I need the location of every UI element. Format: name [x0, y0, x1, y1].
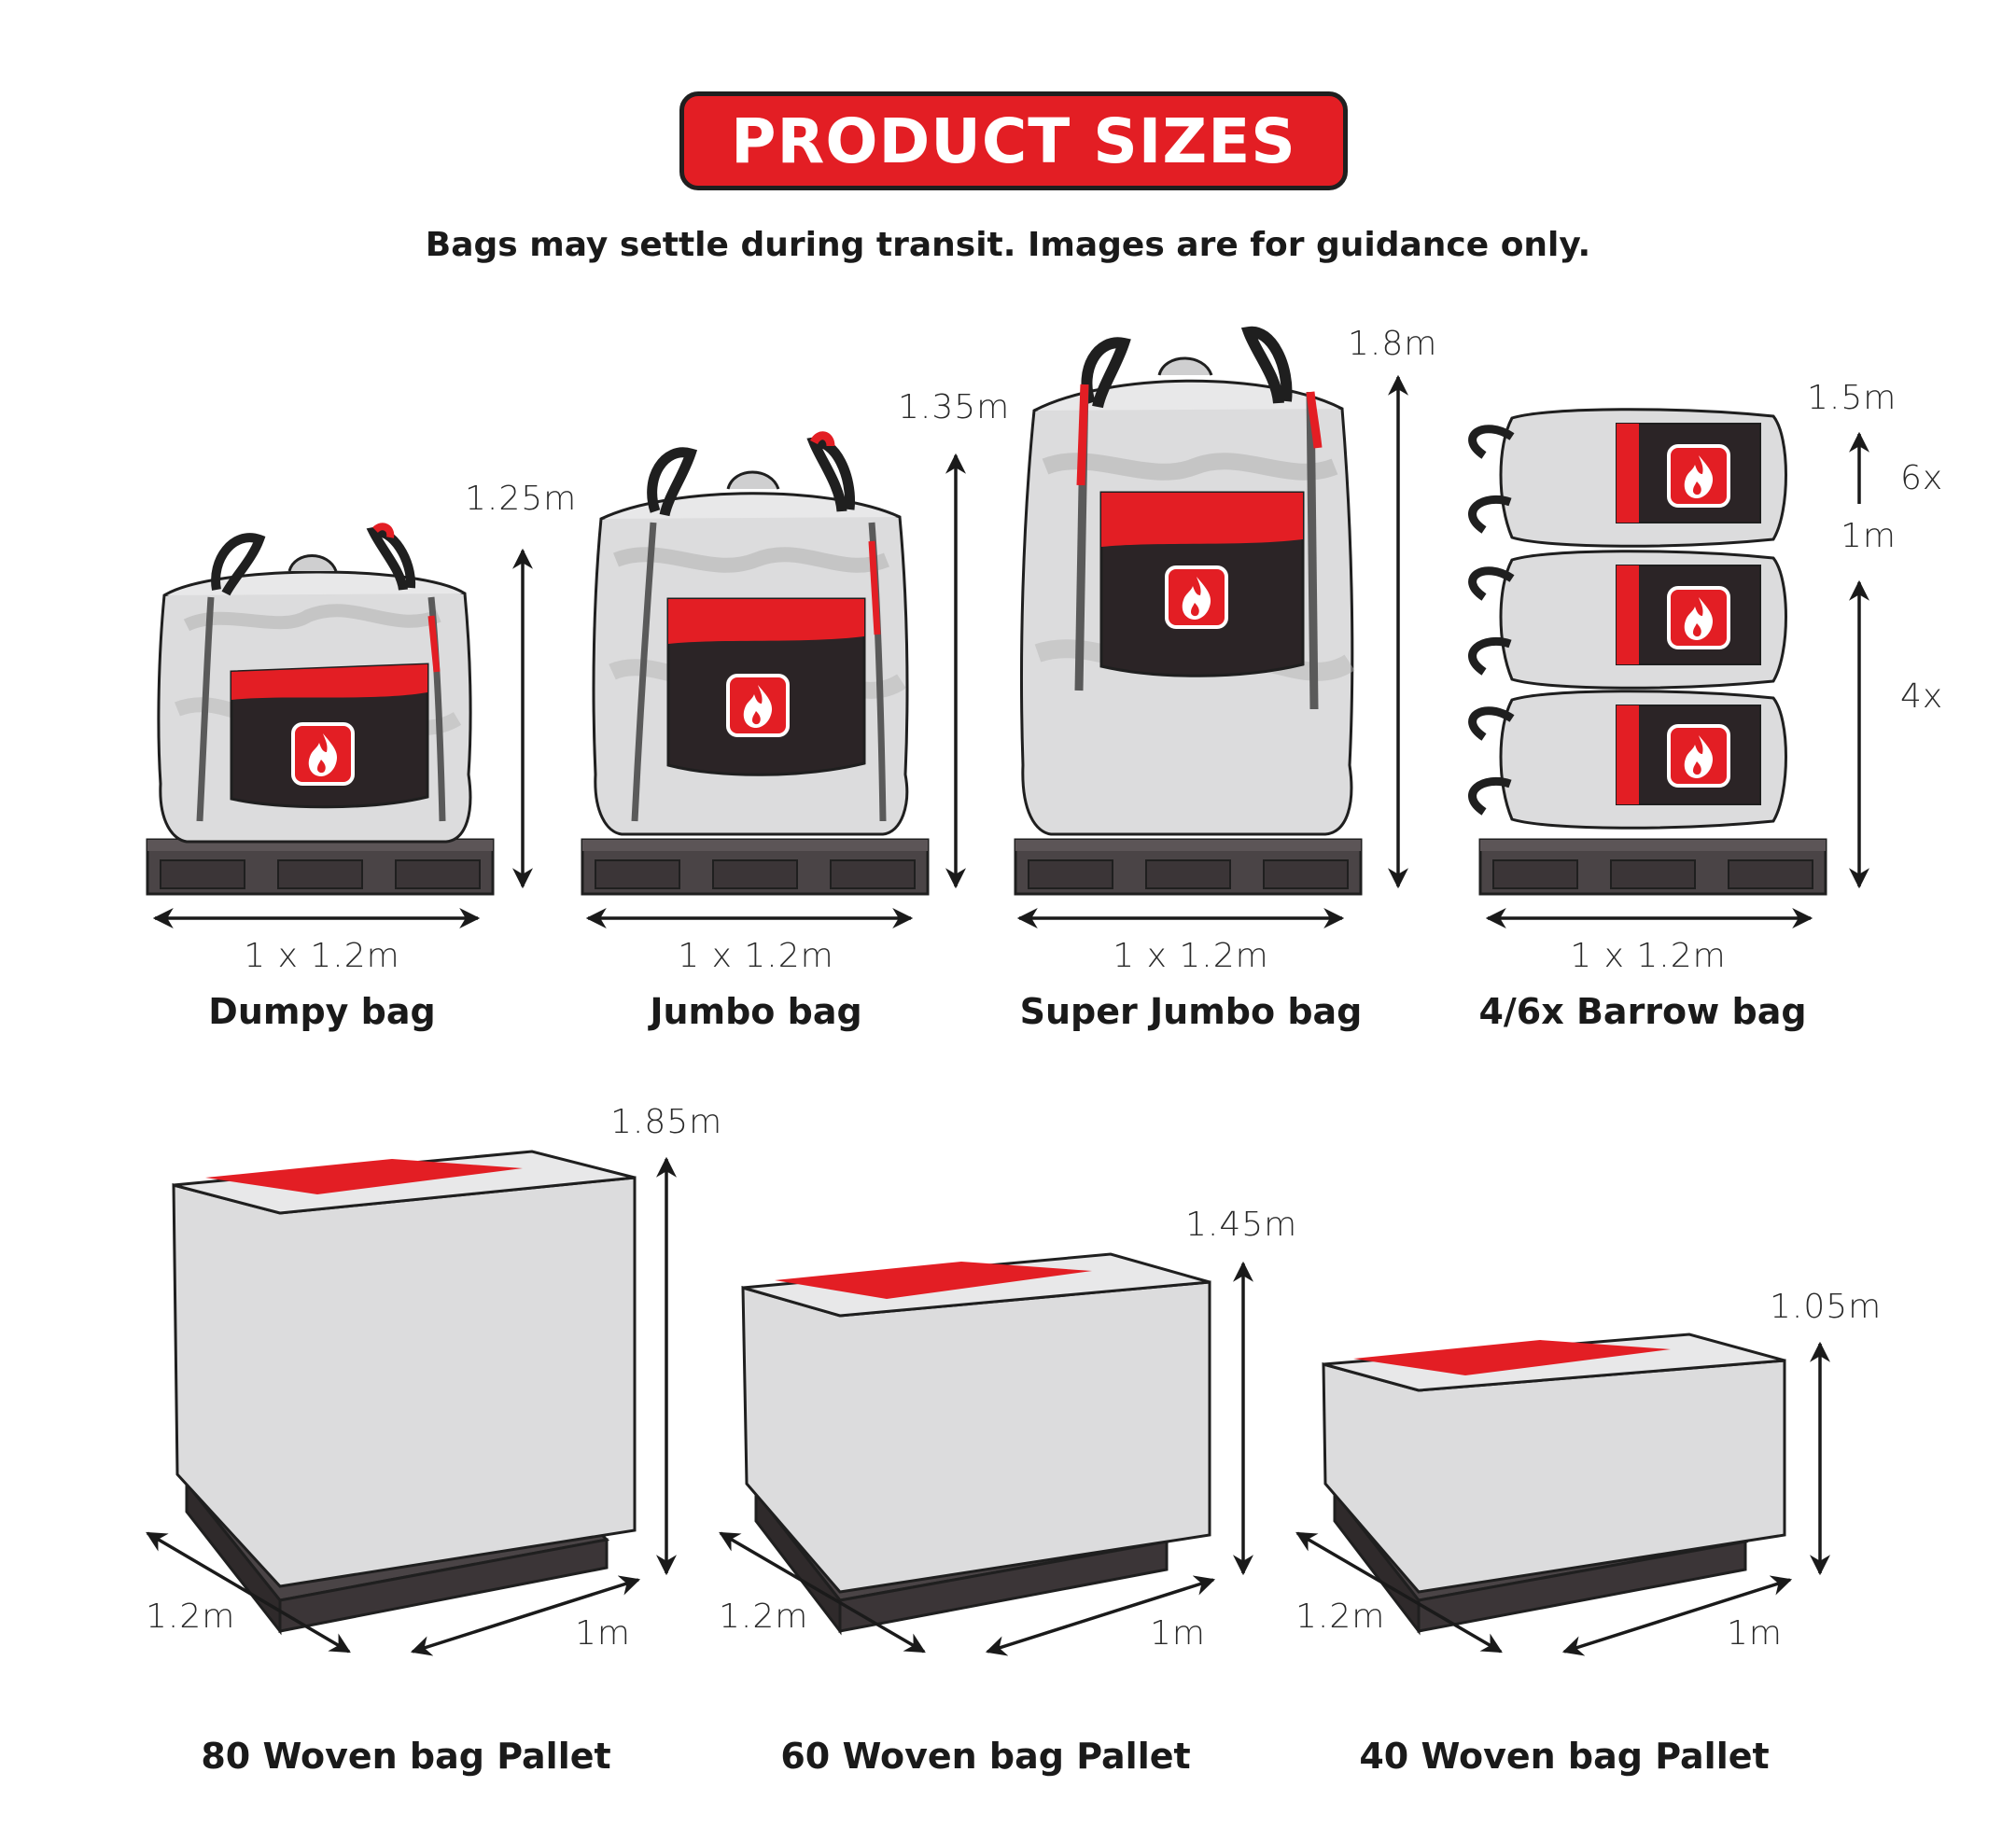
jumbo-bag-name: Jumbo bag: [650, 991, 862, 1032]
pallet-40-width-label: 1m: [1727, 1614, 1783, 1653]
pallet-40-name: 40 Woven bag Pallet: [1359, 1736, 1770, 1777]
dumpy-bag-name: Dumpy bag: [208, 991, 436, 1032]
pallet-60-illustration: [741, 1252, 1211, 1636]
barrow-6x-count-label: 6x: [1900, 459, 1944, 497]
pallet-60-length-label: 1.2m: [719, 1598, 809, 1636]
super-jumbo-bag-illustration: [1014, 326, 1363, 896]
barrow-4x-height-label: 1m: [1841, 517, 1897, 555]
pallet-40-length-label: 1.2m: [1295, 1598, 1386, 1636]
bottom-dimension-arrows: [146, 1156, 1830, 1656]
top-dimension-arrows: [152, 374, 1869, 928]
barrow-6x-height-label: 1.5m: [1807, 379, 1897, 417]
pallet-60-name: 60 Woven bag Pallet: [780, 1736, 1191, 1777]
barrow-bags-illustration: [1468, 408, 1827, 896]
super-jumbo-footprint-label: 1 x 1.2m: [1113, 937, 1269, 975]
pallet-80-width-label: 1m: [575, 1614, 631, 1653]
dumpy-footprint-label: 1 x 1.2m: [244, 937, 400, 975]
page-title: PRODUCT SIZES: [731, 105, 1296, 177]
jumbo-footprint-label: 1 x 1.2m: [678, 937, 834, 975]
jumbo-height-label: 1.35m: [898, 388, 1011, 426]
pallet-40-height-label: 1.05m: [1770, 1288, 1883, 1326]
pallet-60-height-label: 1.45m: [1185, 1206, 1298, 1244]
barrow-bag-name: 4/6x Barrow bag: [1478, 991, 1807, 1032]
super-jumbo-height-label: 1.8m: [1348, 325, 1438, 363]
pallet-40-illustration: [1322, 1333, 1786, 1636]
barrow-footprint-label: 1 x 1.2m: [1570, 937, 1727, 975]
pallet-60-width-label: 1m: [1150, 1614, 1206, 1653]
pallet-80-illustration: [172, 1150, 637, 1636]
pallet-80-height-label: 1.85m: [610, 1103, 723, 1141]
title-banner: PRODUCT SIZES: [679, 91, 1348, 190]
dumpy-height-label: 1.25m: [465, 480, 578, 518]
page-subtitle: Bags may settle during transit. Images a…: [425, 226, 1591, 264]
pallet-80-name: 80 Woven bag Pallet: [201, 1736, 611, 1777]
super-jumbo-bag-name: Super Jumbo bag: [1019, 991, 1363, 1032]
barrow-4x-count-label: 4x: [1900, 677, 1944, 716]
jumbo-bag-illustration: [581, 431, 930, 896]
pallet-80-length-label: 1.2m: [146, 1598, 236, 1636]
dumpy-bag-illustration: [146, 523, 495, 896]
